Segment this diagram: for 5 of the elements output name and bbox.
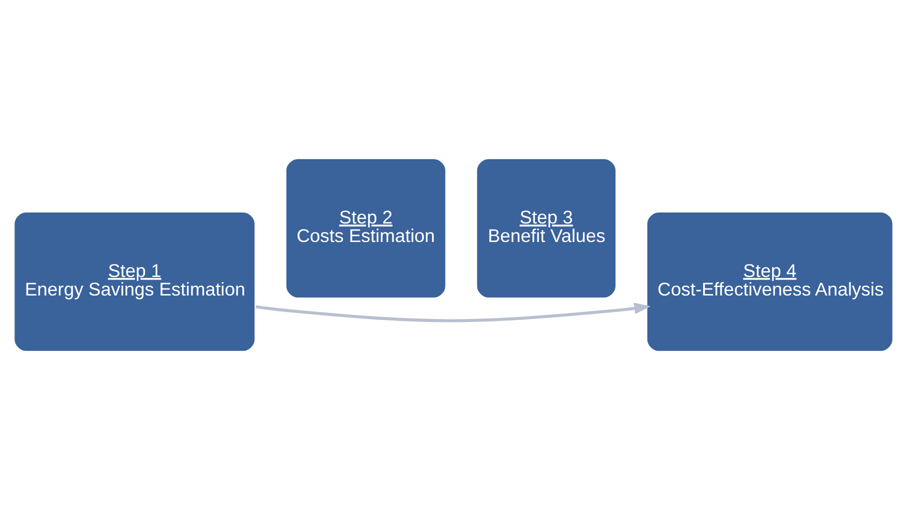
- node-box: Step 4 Cost-Effectiveness Analysis: [645, 210, 894, 353]
- node-box: Step 2 Costs Estimation: [284, 157, 448, 300]
- node-box: Step 1 Energy Savings Estimation: [12, 210, 257, 353]
- arrow: [256, 302, 651, 322]
- node-box: Step 3 Benefit Values: [475, 157, 618, 300]
